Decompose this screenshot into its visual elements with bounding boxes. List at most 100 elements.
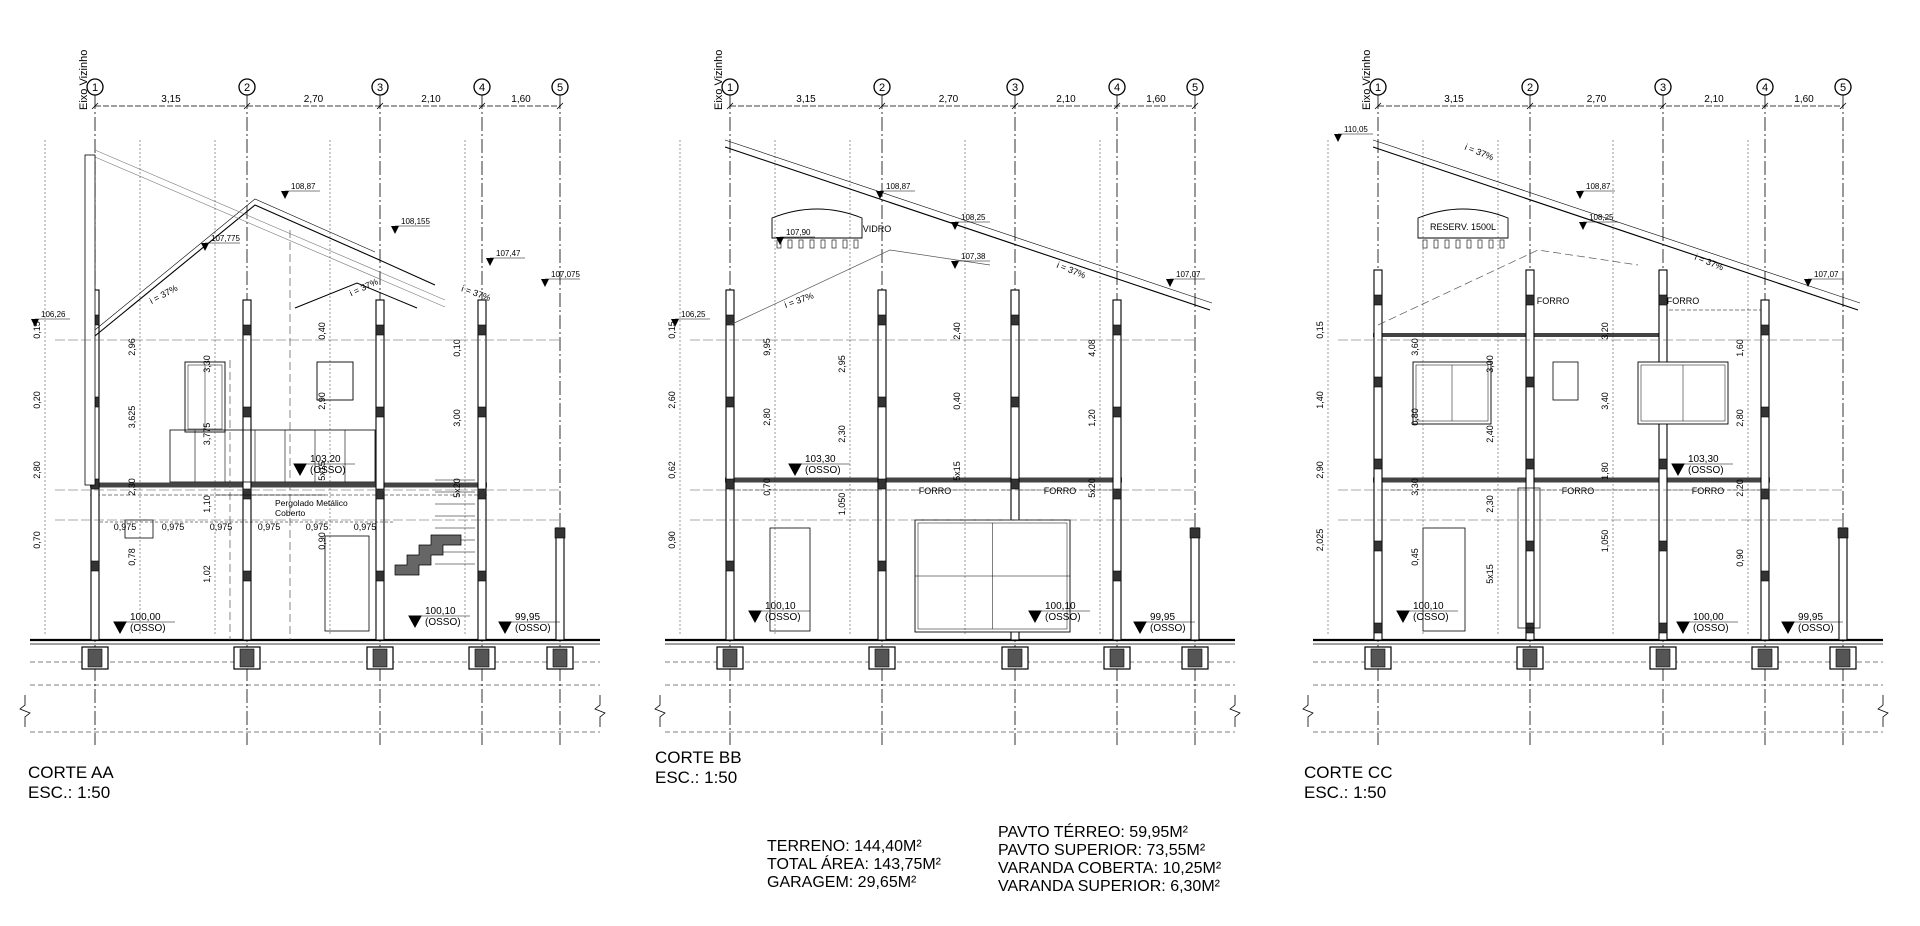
wall-beam: [1525, 458, 1535, 470]
dim-text: 2,80: [762, 408, 772, 426]
ceiling-label: FORRO: [1562, 486, 1595, 496]
level-tag: (OSSO): [425, 617, 461, 628]
tank-support: [1499, 239, 1505, 249]
elevation-text: 108,87: [886, 182, 911, 191]
wall: [1525, 269, 1535, 641]
footing-core: [552, 648, 568, 668]
tank-support: [1455, 239, 1461, 249]
roof-line: [724, 139, 1213, 304]
span-text: 0,975: [210, 522, 233, 532]
tank-support: [853, 239, 859, 249]
dim-text: 3,30: [202, 355, 212, 373]
wall-beam: [375, 406, 385, 418]
wall-beam: [1658, 622, 1668, 634]
wall-beam: [1760, 488, 1770, 500]
elevation-marker: [1166, 279, 1174, 287]
level-tag: (OSSO): [310, 465, 346, 476]
wall-beam: [1373, 540, 1383, 552]
dim-tick: [1011, 102, 1019, 110]
span-text: 0,975: [258, 522, 281, 532]
wall-beam: [725, 478, 735, 490]
axis-label: 1: [1375, 82, 1381, 94]
footing-core: [1109, 648, 1125, 668]
dim-text: 1,80: [1600, 462, 1610, 480]
dim-text: 5x15: [317, 461, 327, 481]
footing-core: [474, 648, 490, 668]
wall-beam: [1658, 294, 1668, 306]
axis-dim-text: 1,60: [511, 94, 531, 105]
axis-dim-text: 1,60: [1794, 94, 1814, 105]
axis-dim-text: 2,10: [1056, 94, 1076, 105]
axis-label: 5: [1840, 82, 1846, 94]
level-marker: [498, 621, 512, 635]
level-tag: (OSSO): [130, 623, 166, 634]
level-marker: [1396, 610, 1410, 624]
roof-slope: i = 37%: [783, 290, 815, 310]
garden-wall: [555, 527, 565, 641]
dim-text: 3,40: [1600, 392, 1610, 410]
footing-core: [1757, 648, 1773, 668]
water-tank: [1417, 208, 1509, 239]
break-mark: [1877, 695, 1889, 727]
wall-beam: [1112, 324, 1122, 336]
dim-tick: [1761, 102, 1769, 110]
axis-label: 5: [1192, 82, 1198, 94]
elevation-text: 107,075: [551, 270, 580, 279]
tank-support: [1466, 239, 1472, 249]
dim-text: 2,30: [837, 425, 847, 443]
dim-text: 1,02: [202, 565, 212, 583]
wall-beam: [877, 478, 887, 490]
footing-core: [874, 648, 890, 668]
break-mark: [594, 695, 606, 727]
wall-beam: [242, 324, 252, 336]
footing-core: [1655, 648, 1671, 668]
garden-wall: [1838, 527, 1848, 641]
dim-tick: [726, 102, 734, 110]
wall-beam: [375, 488, 385, 500]
dim-text: 3,60: [1410, 338, 1420, 356]
elevation-marker: [1579, 222, 1587, 230]
section-title-aa: CORTE AA ESC.: 1:50: [28, 763, 114, 803]
dim-text: 3,625: [127, 406, 137, 429]
wall: [1373, 269, 1383, 641]
level-marker: [1781, 621, 1795, 635]
footing-core: [239, 648, 255, 668]
dim-text: 0,78: [127, 548, 137, 566]
level-value: 99,95: [1798, 612, 1823, 623]
wall-beam: [477, 324, 487, 336]
elevation-text: 110,05: [1344, 125, 1368, 134]
axis-dim-text: 2,10: [1704, 94, 1724, 105]
tank-support: [1422, 239, 1428, 249]
area-summary-right: PAVTO TÉRREO: 59,95M² PAVTO SUPERIOR: 73…: [998, 824, 1221, 896]
elevation-text: 106,26: [41, 310, 66, 319]
axis-dim-text: 1,60: [1146, 94, 1166, 105]
dim-text: 3,775: [202, 423, 212, 446]
level-tag: (OSSO): [805, 465, 841, 476]
dim-text: 0,20: [32, 391, 42, 409]
footing-core: [1370, 648, 1386, 668]
section-title: CORTE AA: [28, 763, 114, 782]
wall: [375, 299, 385, 641]
roof-line: [724, 146, 1211, 311]
level-value: 99,95: [515, 612, 540, 623]
window-small: [1552, 361, 1579, 401]
axis-dim-text: 2,70: [1587, 94, 1607, 105]
dim-text: 1,050: [837, 493, 847, 516]
dim-text: 0,70: [762, 478, 772, 496]
dim-text: 4,08: [1087, 339, 1097, 357]
elevation-text: 107,47: [496, 249, 521, 258]
tank-support: [820, 239, 826, 249]
wall-beam: [1658, 458, 1668, 470]
area-line: VARANDA COBERTA: 10,25M²: [998, 860, 1222, 877]
footing-core: [87, 648, 103, 668]
wall-beam: [242, 570, 252, 582]
roof-line: [1372, 146, 1859, 311]
roof-slope: i = 37%: [1463, 142, 1495, 163]
elevation-text: 108,87: [1586, 182, 1611, 191]
dim-tick: [556, 102, 564, 110]
axis-label: 1: [92, 82, 98, 94]
roof-line: [1372, 139, 1861, 304]
wall-beam: [725, 396, 735, 408]
